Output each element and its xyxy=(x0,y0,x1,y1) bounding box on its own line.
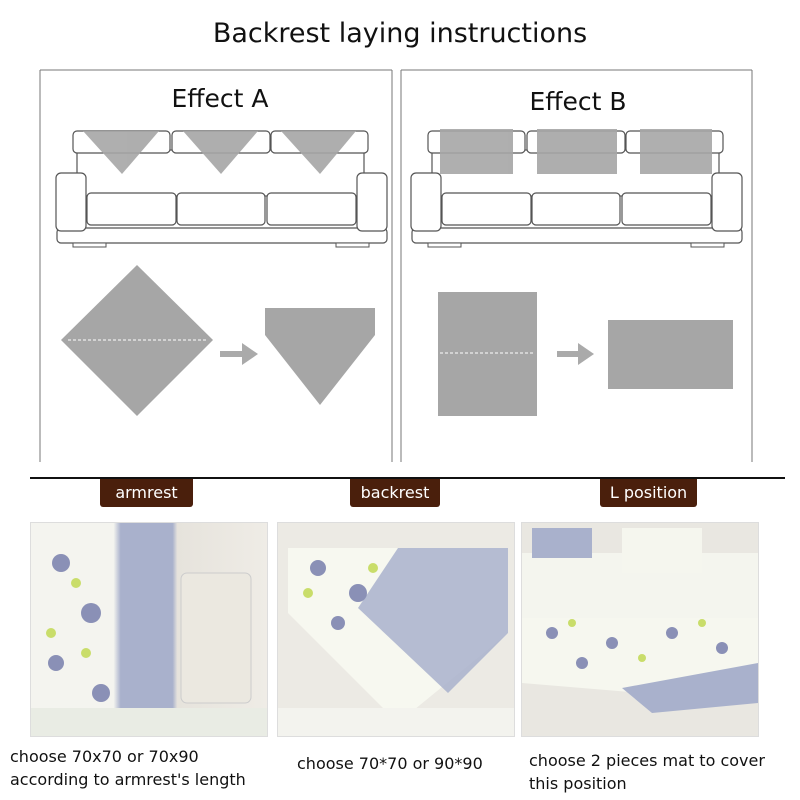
triangle-covers xyxy=(83,131,356,174)
backrest-photo xyxy=(277,522,515,737)
caption-line: choose 2 pieces mat to cover xyxy=(529,751,765,770)
diamond-mat-shape xyxy=(61,265,213,416)
rectangle-mat-shape xyxy=(438,292,537,416)
effect-a-label: Effect A xyxy=(172,84,269,113)
l-position-caption: choose 2 pieces mat to cover this positi… xyxy=(529,749,765,795)
armrest-photo xyxy=(30,522,268,737)
caption-line: choose 70x70 or 70x90 xyxy=(10,747,199,766)
arrow-icon xyxy=(220,343,258,365)
folded-rectangle-shape xyxy=(608,320,733,389)
arrow-icon xyxy=(557,343,594,365)
diagram-panels: Effect A Effect B xyxy=(30,69,785,479)
armrest-caption: choose 70x70 or 70x90 according to armre… xyxy=(10,745,246,791)
l-position-photo xyxy=(521,522,759,737)
backrest-caption: choose 70*70 or 90*90 xyxy=(297,752,483,775)
folded-triangle-shape xyxy=(265,308,375,405)
tab-armrest: armrest xyxy=(100,479,193,507)
effect-a-panel: Effect A xyxy=(39,69,393,462)
tab-l-position: L position xyxy=(600,479,697,507)
page-title: Backrest laying instructions xyxy=(212,18,588,49)
tab-backrest: backrest xyxy=(350,479,440,507)
caption-line: according to armrest's length xyxy=(10,770,246,789)
effect-b-label: Effect B xyxy=(529,87,626,116)
effect-b-panel: Effect B xyxy=(400,69,753,462)
rectangle-covers xyxy=(440,129,712,174)
caption-line: this position xyxy=(529,774,627,793)
caption-line: choose 70*70 or 90*90 xyxy=(297,754,483,773)
